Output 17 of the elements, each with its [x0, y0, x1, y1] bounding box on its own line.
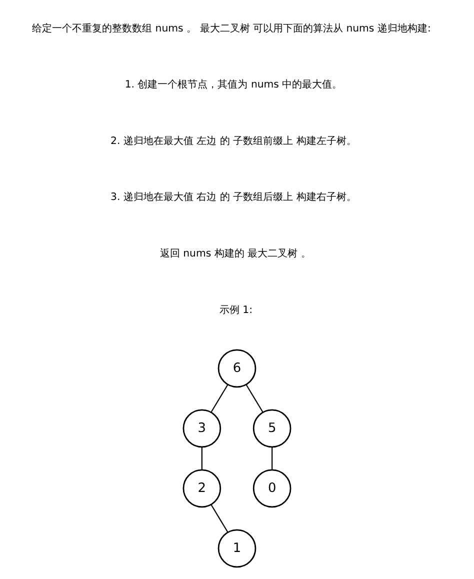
node-circle: 3 [182, 409, 222, 448]
node-circle: 2 [182, 469, 222, 508]
connector [210, 384, 228, 412]
connector [272, 447, 273, 470]
label: 2. 递归地在最大值 左边 的 子数组前缀上 构建左子树。 [110, 136, 356, 147]
connector [201, 447, 202, 470]
label: 3. 递归地在最大值 右边 的 子数组后缀上 构建右子树。 [110, 192, 356, 204]
label: 返回 nums 构建的 最大二叉树 。 [160, 248, 311, 260]
label: 示例 1: [219, 304, 253, 316]
connector [210, 504, 228, 532]
label: 给定一个不重复的整数数组 nums 。 最大二叉树 可以用下面的算法从 nums 递归地构建: [32, 23, 431, 34]
node-circle: 0 [252, 469, 292, 508]
node-circle: 6 [218, 349, 256, 388]
label: 1. 创建一个根节点，其值为 nums 中的最大值。 [124, 80, 342, 91]
connector [246, 384, 264, 412]
node-circle: 5 [252, 409, 292, 448]
node-circle: 1 [218, 529, 256, 568]
